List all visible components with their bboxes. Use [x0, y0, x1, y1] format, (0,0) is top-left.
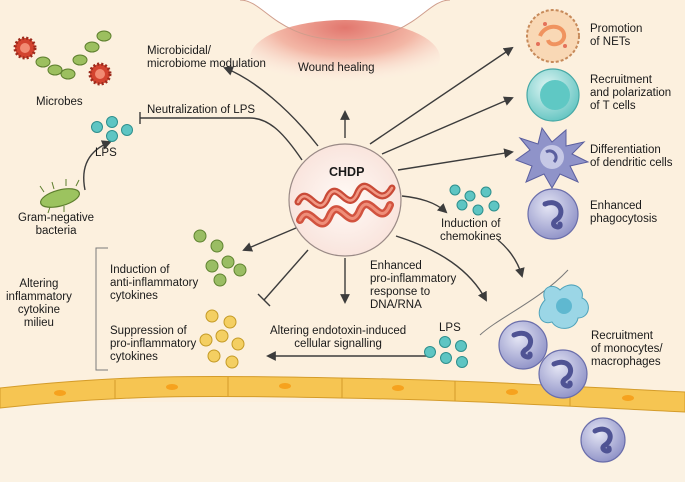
milieu-bracket — [95, 247, 108, 371]
enhanced-response-label: Enhanced pro-inflammatory response to DN… — [370, 260, 457, 311]
lps-cluster-bottom — [424, 336, 468, 368]
microbe-chain — [35, 30, 112, 80]
wound-healing-label: Wound healing — [298, 62, 375, 74]
microbe-spiky-left — [13, 36, 37, 60]
nets-label: Promotion of NETs — [590, 23, 643, 48]
endotoxin-signalling-label: Altering endotoxin-induced cellular sign… — [270, 325, 407, 350]
anti-inflammatory-label: Induction of anti-inflammatory cytokines — [110, 264, 199, 302]
microbes-label: Microbes — [36, 96, 83, 108]
monocyte-cells — [498, 320, 626, 463]
lps-bottom-label: LPS — [439, 322, 461, 334]
t-cells-label: Recruitment and polarization of T cells — [590, 74, 672, 112]
anti-inflammatory-cytokines — [193, 229, 247, 287]
pathway-arrows — [83, 46, 525, 361]
t-cell — [526, 68, 580, 122]
chemokine-cluster — [449, 184, 500, 216]
neutralization-lps-label: Neutralization of LPS — [147, 104, 256, 116]
phagocytosis-label: Enhanced phagocytosis — [590, 200, 658, 225]
net-neutrophil — [526, 9, 580, 63]
microbicidal-label: Microbicidal/ microbiome modulation — [147, 45, 266, 70]
gram-negative-bacterium — [39, 179, 81, 214]
chemokines-label: Induction of chemokines — [440, 218, 502, 243]
chdp-peptide-circle — [288, 143, 402, 257]
wound-area — [250, 20, 440, 96]
endothelium-layer — [0, 375, 685, 482]
monocytes-label: Recruitment of monocytes/ macrophages — [591, 330, 663, 368]
phagocyte-cell — [527, 188, 579, 240]
pro-inflammatory-cytokines — [199, 309, 245, 369]
suppression-label: Suppression of pro-inflammatory cytokine… — [110, 325, 197, 363]
lps-top-label: LPS — [95, 147, 117, 159]
gram-negative-label: Gram-negative bacteria — [18, 212, 95, 237]
chdp-label: CHDP — [329, 165, 365, 179]
altering-milieu-label: Altering inflammatory cytokine milieu — [6, 278, 72, 329]
microbe-spiky-right — [88, 62, 112, 86]
macrophage-amoeboid — [538, 284, 589, 329]
dendritic-label: Differentiation of dendritic cells — [590, 144, 673, 169]
monocyte-bracket — [479, 269, 569, 336]
lps-cluster-top — [91, 116, 133, 142]
dendritic-cell — [514, 126, 590, 190]
